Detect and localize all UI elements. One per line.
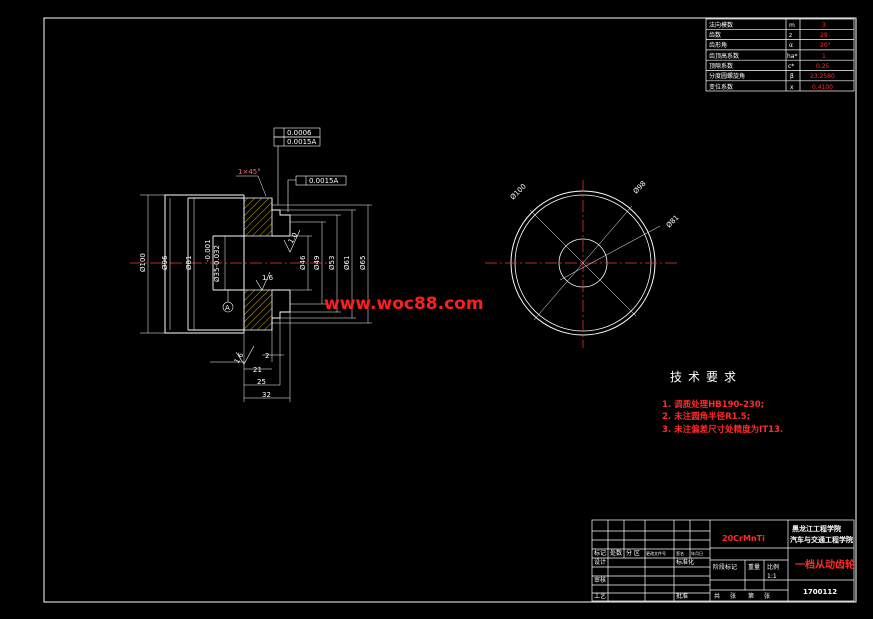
params-rows: 法向模数 m 3 齿数 z 29 齿形角 α 20° 齿顶高系数 ha* 1 顶…	[709, 21, 835, 91]
param-value: 20°	[820, 42, 831, 49]
tb-label-count: 处数	[610, 549, 622, 557]
tb-school-2: 汽车与交通工程学院	[790, 535, 853, 544]
tb-label-sheetno: 第	[748, 592, 754, 600]
dim-d96: Ø96	[161, 255, 169, 270]
param-value: 0.4100	[812, 84, 833, 91]
requirements-title: 技术要求	[670, 370, 742, 384]
dim-d49: Ø49	[313, 256, 321, 270]
param-value: 1	[822, 53, 826, 60]
dim-w25: 25	[257, 378, 266, 386]
tb-label-approve: 批准	[676, 592, 688, 600]
param-label: 变位系数	[709, 83, 733, 91]
tb-label-page: 张	[764, 592, 770, 600]
param-label: 法向模数	[709, 21, 733, 29]
datum-a-circle	[222, 301, 234, 313]
tb-scale: 1:1	[767, 573, 777, 580]
param-symbol: ha*	[787, 53, 797, 60]
roughness-label: 1.6	[262, 274, 274, 282]
param-label: 顶隙系数	[709, 62, 733, 70]
tb-label-sign: 签名	[676, 550, 684, 556]
tb-school-1: 黑龙江工程学院	[792, 524, 841, 533]
param-value: 0.25	[816, 63, 830, 70]
tb-label-sheets: 张	[730, 592, 736, 600]
tolerance-flatness: 0.0006	[287, 129, 312, 137]
tb-label-design: 设计	[594, 558, 606, 566]
hatch-lower	[243, 289, 273, 331]
param-value: 29	[820, 32, 828, 39]
tb-label-review: 审核	[594, 576, 606, 584]
param-label: 齿形角	[709, 41, 727, 49]
tb-part-name: 一档从动齿轮	[795, 558, 855, 571]
front-d100: Ø100	[509, 182, 528, 201]
hatch-upper	[243, 197, 273, 237]
tolerance-runout-2: 0.0015A	[309, 177, 338, 185]
param-label: 齿数	[709, 31, 721, 39]
requirement-item: 3. 未注偏差尺寸处精度为IT13.	[662, 424, 783, 435]
dim-w32: 32	[262, 391, 271, 399]
tb-label-ratio: 比例	[767, 563, 779, 571]
dim-w21: 21	[253, 366, 262, 374]
requirement-item: 1. 调质处理HB190-230;	[662, 399, 764, 410]
dim-d61: Ø61	[343, 256, 351, 270]
param-symbol: β	[790, 73, 794, 80]
dim-bore-tol: -0.001	[204, 239, 212, 262]
section-view: Ø100 Ø96 Ø81 -0.001 Ø35-0.032 Ø46 Ø49 Ø5…	[130, 127, 372, 402]
chamfer-note: 1×45°	[238, 168, 261, 176]
roughness-label: 1.6	[233, 351, 246, 365]
roughness-label: 1.0	[287, 231, 299, 245]
dim-d53: Ø53	[328, 256, 336, 270]
tb-label-stage: 阶段标记	[713, 563, 737, 571]
drawing-frame	[43, 17, 857, 603]
param-symbol: x	[790, 84, 794, 91]
param-symbol: m	[789, 22, 795, 29]
param-value: 23.2580	[810, 73, 835, 80]
dim-d46: Ø46	[299, 255, 307, 270]
tb-label-zone: 分 区	[626, 549, 640, 557]
requirement-item: 2. 未注圆角半径R1.5;	[662, 411, 750, 422]
param-label: 齿顶高系数	[709, 52, 739, 60]
dim-bore: Ø35-0.032	[213, 245, 221, 282]
param-symbol: c*	[788, 63, 794, 70]
front-d98: Ø98	[632, 180, 648, 196]
tb-label-mark: 标记	[594, 549, 606, 557]
param-value: 3	[822, 22, 826, 29]
title-block	[591, 519, 855, 602]
tb-label-process: 工艺	[594, 592, 606, 600]
tb-drawing-no: 1700112	[803, 588, 837, 596]
param-label: 分度圆螺旋角	[709, 72, 745, 80]
param-symbol: α	[789, 42, 793, 49]
tolerance-runout-1: 0.0015A	[287, 138, 316, 146]
dim-d65: Ø65	[359, 256, 367, 270]
tb-label-change: 更改文件号	[646, 550, 666, 556]
datum-a-label: A	[225, 304, 230, 312]
front-view	[485, 180, 680, 348]
dim-w2: 2	[265, 352, 269, 360]
tb-material: 20CrMnTi	[722, 534, 765, 543]
tb-label-standard: 标准化	[676, 558, 694, 566]
dim-d81: Ø81	[185, 256, 193, 270]
dim-d100: Ø100	[139, 253, 147, 272]
tb-label-total: 共	[714, 592, 720, 600]
tb-label-date: 年月日	[691, 550, 703, 556]
tb-label-weight: 重量	[748, 563, 760, 571]
param-symbol: z	[789, 32, 792, 39]
front-d81: Ø81	[665, 214, 681, 230]
params-table	[705, 18, 855, 92]
watermark: www.woc88.com	[324, 294, 484, 314]
